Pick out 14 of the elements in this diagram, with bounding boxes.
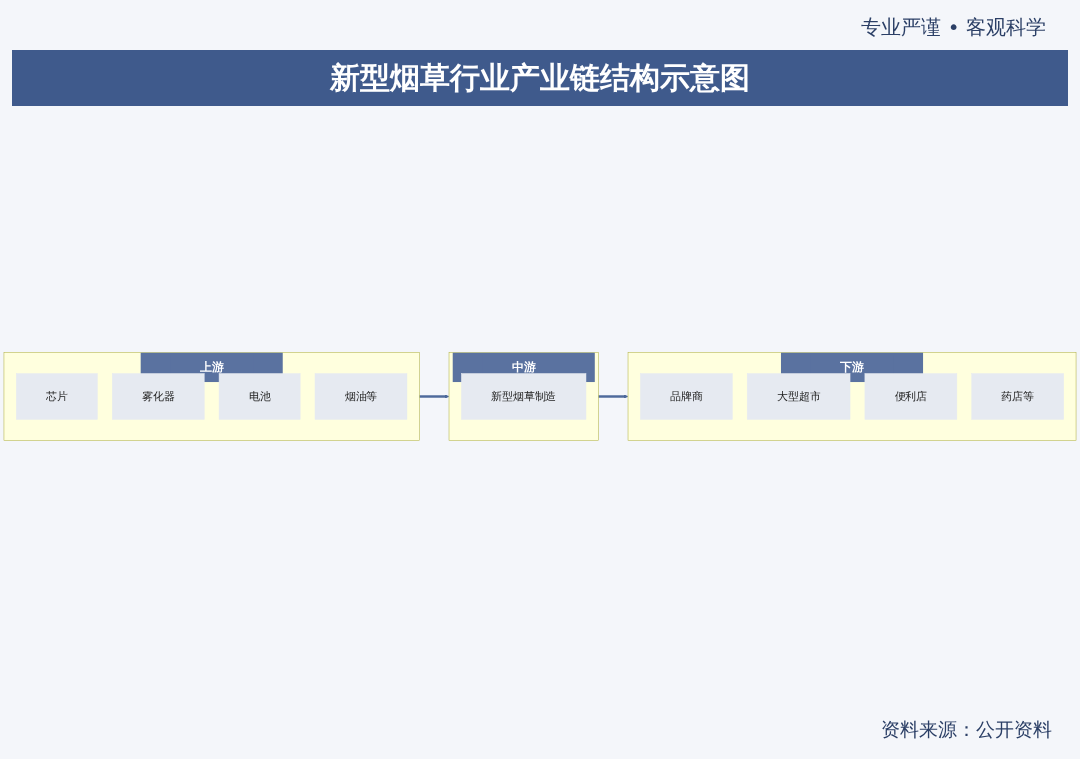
node-box: 电池: [218, 372, 301, 420]
arrow: [419, 393, 450, 399]
arrow: [598, 393, 629, 399]
node-box: 芯片: [16, 372, 98, 420]
tagline: 专业严谨 • 客观科学: [861, 14, 1046, 41]
node-box: 雾化器: [112, 372, 205, 420]
source-note: 资料来源：公开资料: [881, 717, 1052, 742]
node-box: 烟油等: [314, 372, 408, 420]
node-box: 品牌商: [640, 372, 733, 420]
title-banner: 新型烟草行业产业链结构示意图: [12, 50, 1068, 106]
node-box: 药店等: [971, 372, 1064, 420]
node-box: 新型烟草制造: [461, 372, 587, 420]
node-box: 便利店: [864, 372, 958, 420]
node-box: 大型超市: [746, 372, 851, 420]
